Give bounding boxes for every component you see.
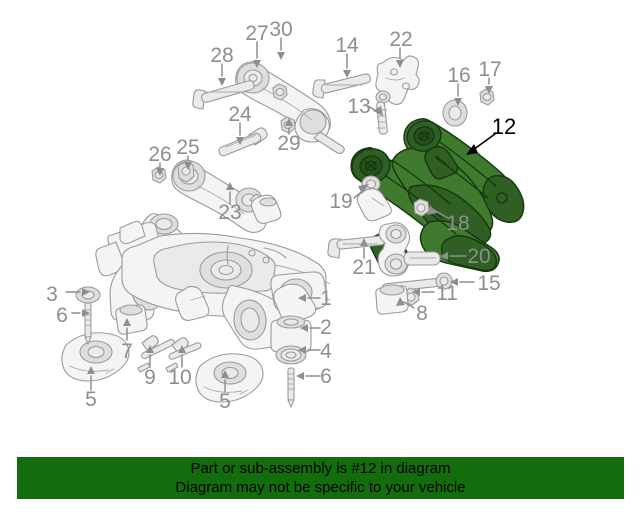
exploded-diagram-illustration: .ln { fill:#f4f4f4; stroke:#9b9b9b; stro… — [46, 18, 525, 413]
part-group-bolt-14 — [312, 73, 371, 99]
part-group-link-20 — [377, 222, 441, 277]
callout-label-25: 25 — [176, 136, 199, 159]
part-group-bushing-7 — [115, 304, 148, 335]
notice-line-part-number: Part or sub-assembly is #12 in diagram — [190, 460, 451, 477]
part-group-washer-3 — [75, 286, 101, 304]
callout-label-4: 4 — [320, 340, 332, 363]
callout-label-9: 9 — [144, 366, 156, 389]
notice-line-disclaimer: Diagram may not be specific to your vehi… — [175, 479, 466, 496]
callout-label-7: 7 — [121, 340, 133, 363]
callout-label-12: 12 — [492, 114, 516, 139]
callout-label-10: 10 — [168, 366, 191, 389]
callout-label-6b: 6 — [320, 365, 332, 388]
callout-label-3: 3 — [46, 283, 58, 306]
part-group-bolt-21 — [327, 235, 386, 259]
callout-label-18: 18 — [446, 212, 469, 235]
part-group-nut-30 — [272, 83, 288, 101]
part-group-washer-4 — [275, 345, 307, 365]
callout-label-16: 16 — [447, 64, 470, 87]
part-group-bolt-6-left — [84, 302, 92, 345]
callout-label-27: 27 — [245, 22, 268, 45]
callout-label-6: 6 — [56, 304, 68, 327]
callout-label-19: 19 — [329, 190, 352, 213]
callout-label-14: 14 — [335, 34, 359, 57]
callout-label-13: 13 — [347, 95, 370, 118]
callout-label-20: 20 — [467, 245, 490, 268]
part-group-bolt-6-right — [287, 367, 295, 408]
part-group-bolt-28 — [192, 80, 255, 110]
callout-label-22: 22 — [389, 28, 412, 51]
part-group-bushing-8 — [375, 284, 409, 315]
part-group-bushing-16 — [442, 99, 468, 127]
callout-label-26: 26 — [148, 143, 171, 166]
callout-label-5b: 5 — [219, 390, 231, 413]
callout-label-5: 5 — [85, 388, 97, 411]
part-group-bushing-extra — [250, 194, 282, 224]
part-group-nut-17 — [479, 88, 495, 106]
callout-label-23: 23 — [218, 201, 241, 224]
callout-label-1: 1 — [320, 287, 332, 310]
callout-label-24: 24 — [228, 103, 252, 126]
callout-label-8: 8 — [416, 302, 428, 325]
callout-label-15: 15 — [477, 272, 500, 295]
callout-leaders — [65, 37, 496, 393]
notice-banner: Part or sub-assembly is #12 in diagram D… — [17, 457, 624, 499]
callout-labels: 1 2 3 4 5 5 6 6 7 8 9 10 11 12 13 14 15 … — [46, 18, 516, 413]
callout-label-17: 17 — [478, 58, 501, 81]
part-highlighted-12 — [350, 117, 525, 273]
callout-label-11: 11 — [436, 282, 458, 305]
part-group-bracket-19 — [356, 175, 392, 222]
callout-label-21: 21 — [352, 256, 375, 279]
callout-label-29: 29 — [277, 132, 300, 155]
callout-label-30: 30 — [269, 18, 292, 41]
part-group-mount-center-5 — [195, 353, 264, 403]
part-group-mount-left-5 — [61, 332, 130, 382]
callout-label-2: 2 — [320, 316, 332, 339]
diagram-canvas: .ln { fill:#f4f4f4; stroke:#9b9b9b; stro… — [46, 18, 525, 413]
part-group-bolt-9 — [137, 335, 176, 373]
callout-label-28: 28 — [210, 44, 233, 67]
